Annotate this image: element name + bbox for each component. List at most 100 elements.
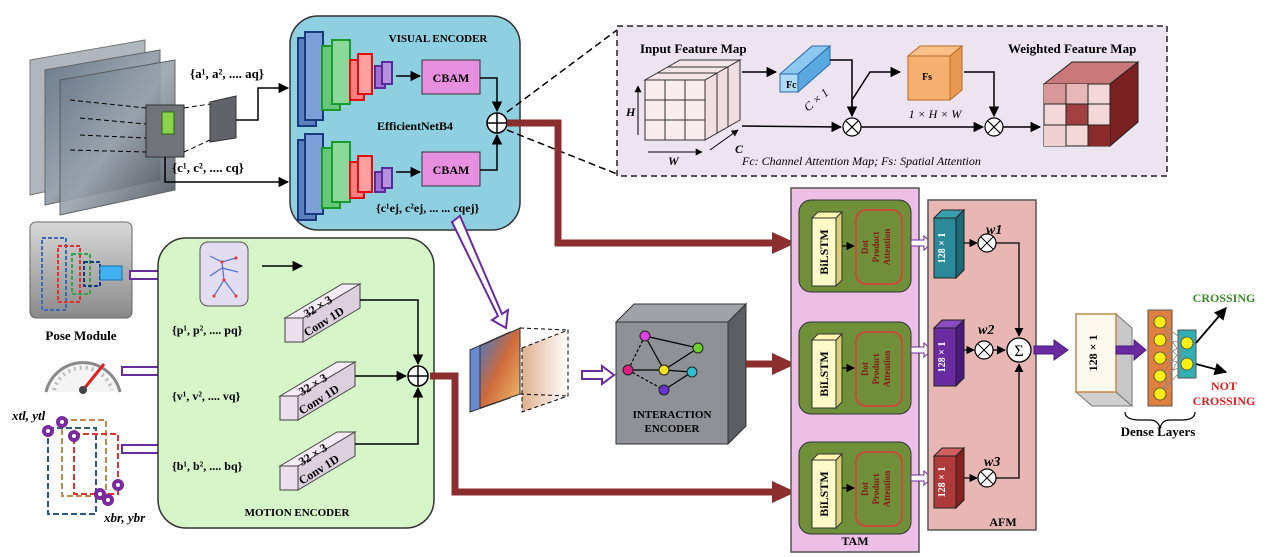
motion-encoder-title: MOTION ENCODER: [245, 507, 351, 519]
arrow-to-not-crossing: [1195, 362, 1228, 376]
input-cube: [643, 59, 742, 141]
graph-node-purple: [658, 384, 670, 396]
interaction-label-2: ENCODER: [644, 423, 700, 435]
afm-vector-2: 128 × 1: [932, 318, 966, 388]
visual-encoder-title: VISUAL ENCODER: [389, 33, 489, 45]
interaction-label-1: INTERACTION: [633, 409, 712, 421]
visual-encoder: VISUAL ENCODER CBAM EfficientNetB4: [289, 15, 521, 231]
br-label: xbr, ybr: [103, 510, 146, 525]
bilstm-box: [811, 217, 837, 287]
fs-dim-label: 1 × H × W: [909, 107, 963, 121]
pedestrian-box: [161, 111, 175, 135]
attention-label-1: Dot: [860, 482, 870, 496]
attention-label-2: Product: [871, 232, 881, 263]
arrow-frames-to-encoder-top: [236, 82, 290, 121]
c-label: C: [735, 142, 744, 156]
graph-node-green: [692, 342, 704, 354]
sum-icon: [1006, 337, 1032, 363]
cbam-top-label: CBAM: [433, 71, 470, 85]
conv1d-block-1: 32 × 3 Conv 1D: [283, 283, 362, 343]
crossing-label: CROSSING: [1193, 291, 1256, 305]
dense-brace: [1124, 411, 1196, 429]
seq-a-label: {a¹, a², .... aq}: [190, 66, 264, 81]
zoom-line-bottom: [506, 129, 618, 175]
interaction-encoder: INTERACTION ENCODER: [614, 302, 748, 446]
attention-label-3: Attention: [882, 229, 892, 266]
speedometer-icon: [44, 361, 122, 394]
not-crossing-label-2: CROSSING: [1193, 394, 1256, 408]
attention-label-1: Dot: [860, 362, 870, 376]
pose-module: Pose Module: [29, 221, 133, 343]
w1-label: w1: [986, 223, 1002, 238]
conv1d-block-3: 32 × 3 Conv 1D: [278, 431, 357, 491]
attention-label-2: Product: [871, 354, 881, 385]
tam-title: TAM: [841, 534, 868, 548]
tl-label: xtl, ytl: [11, 408, 46, 423]
input-feature-title: Input Feature Map: [640, 41, 747, 56]
afm-to-output-arrow: [1033, 339, 1069, 361]
afm-vec3-label: 128 × 1: [937, 467, 948, 498]
cbam-detail: Input Feature Map Weighted Feature Map H…: [616, 25, 1168, 177]
vector-to-dense-arrow: [1115, 338, 1147, 362]
context-crop: [209, 95, 237, 143]
bilstm-box: [811, 459, 837, 529]
graph-node-pink: [622, 364, 634, 376]
bilstm-label: BiLSTM: [817, 471, 831, 516]
attention-box: [855, 209, 903, 285]
fc-channel-attention: [778, 44, 832, 94]
graph-node-yellow: [658, 364, 670, 376]
red-flow-arrows: [430, 119, 776, 496]
graph-node-magenta: [639, 330, 651, 342]
arrow-frames-to-encoder-bottom: [164, 157, 290, 188]
bilstm-label: BiLSTM: [817, 229, 831, 274]
zoom-line-top: [506, 29, 618, 113]
afm-module: AFM 128 × 1 128 × 1 128 × 1 w1: [927, 199, 1037, 531]
bilstm-label: BiLSTM: [817, 351, 831, 396]
bbox-trajectory: xtl, ytl xbr, ybr: [11, 408, 146, 525]
frame-front: [59, 59, 176, 216]
video-frames: [29, 39, 237, 216]
afm-vector-3: 128 × 1: [932, 446, 966, 510]
afm-vec1-label: 128 × 1: [937, 233, 948, 264]
motion-encoder: MOTION ENCODER {p¹, p², .... pq} {v¹, v²…: [157, 237, 435, 529]
seq-v-label: {v¹, v², .... vq}: [172, 389, 241, 403]
afm-title: AFM: [989, 515, 1016, 529]
weighted-feature-title: Weighted Feature Map: [1008, 41, 1136, 56]
dense-layers: Dense Layers: [1121, 309, 1197, 439]
red-arrowheads: [772, 232, 796, 503]
seq-c-label: {c¹, c², .... cq}: [172, 160, 244, 175]
output-vector-box: [1075, 313, 1117, 393]
fusion-to-interaction-arrow: [581, 364, 616, 386]
visual-to-fusion-arrow: [450, 214, 510, 330]
cnn-stack-top: [297, 31, 393, 127]
seq-b-label: {b¹, b², .... bq}: [172, 459, 243, 473]
sum-symbol: Σ: [1014, 343, 1023, 360]
pose-module-label: Pose Module: [45, 328, 116, 343]
cbam-caption: Fc: Channel Attention Map; Fs: Spatial A…: [741, 154, 981, 168]
w2-label: w2: [978, 323, 994, 338]
seq-p-label: {p¹, p², .... pq}: [172, 323, 243, 337]
afm-vec2-label: 128 × 1: [937, 342, 948, 373]
w-label: W: [668, 154, 680, 168]
backbone-label: EfficientNetB4: [377, 119, 453, 133]
graph-node-cyan: [686, 366, 698, 378]
output-block: 128 × 1: [1074, 312, 1134, 408]
cbam-top-box: [421, 59, 481, 95]
attention-box: [855, 331, 903, 407]
dense-layers-label: Dense Layers: [1121, 424, 1196, 439]
weighted-cube: [1042, 60, 1140, 148]
bilstm-box: [811, 339, 837, 409]
not-crossing-label-1: NOT: [1211, 379, 1237, 393]
motion-encoder-panel: [157, 237, 435, 529]
h-label: H: [625, 105, 636, 119]
attention-label-3: Attention: [882, 351, 892, 388]
arrow-to-crossing: [1195, 307, 1227, 344]
afm-vector-1: 128 × 1: [932, 208, 966, 280]
attention-label-3: Attention: [882, 471, 892, 508]
fc-label: Fc: [786, 80, 797, 91]
cnn-stack-bottom: [297, 133, 393, 221]
